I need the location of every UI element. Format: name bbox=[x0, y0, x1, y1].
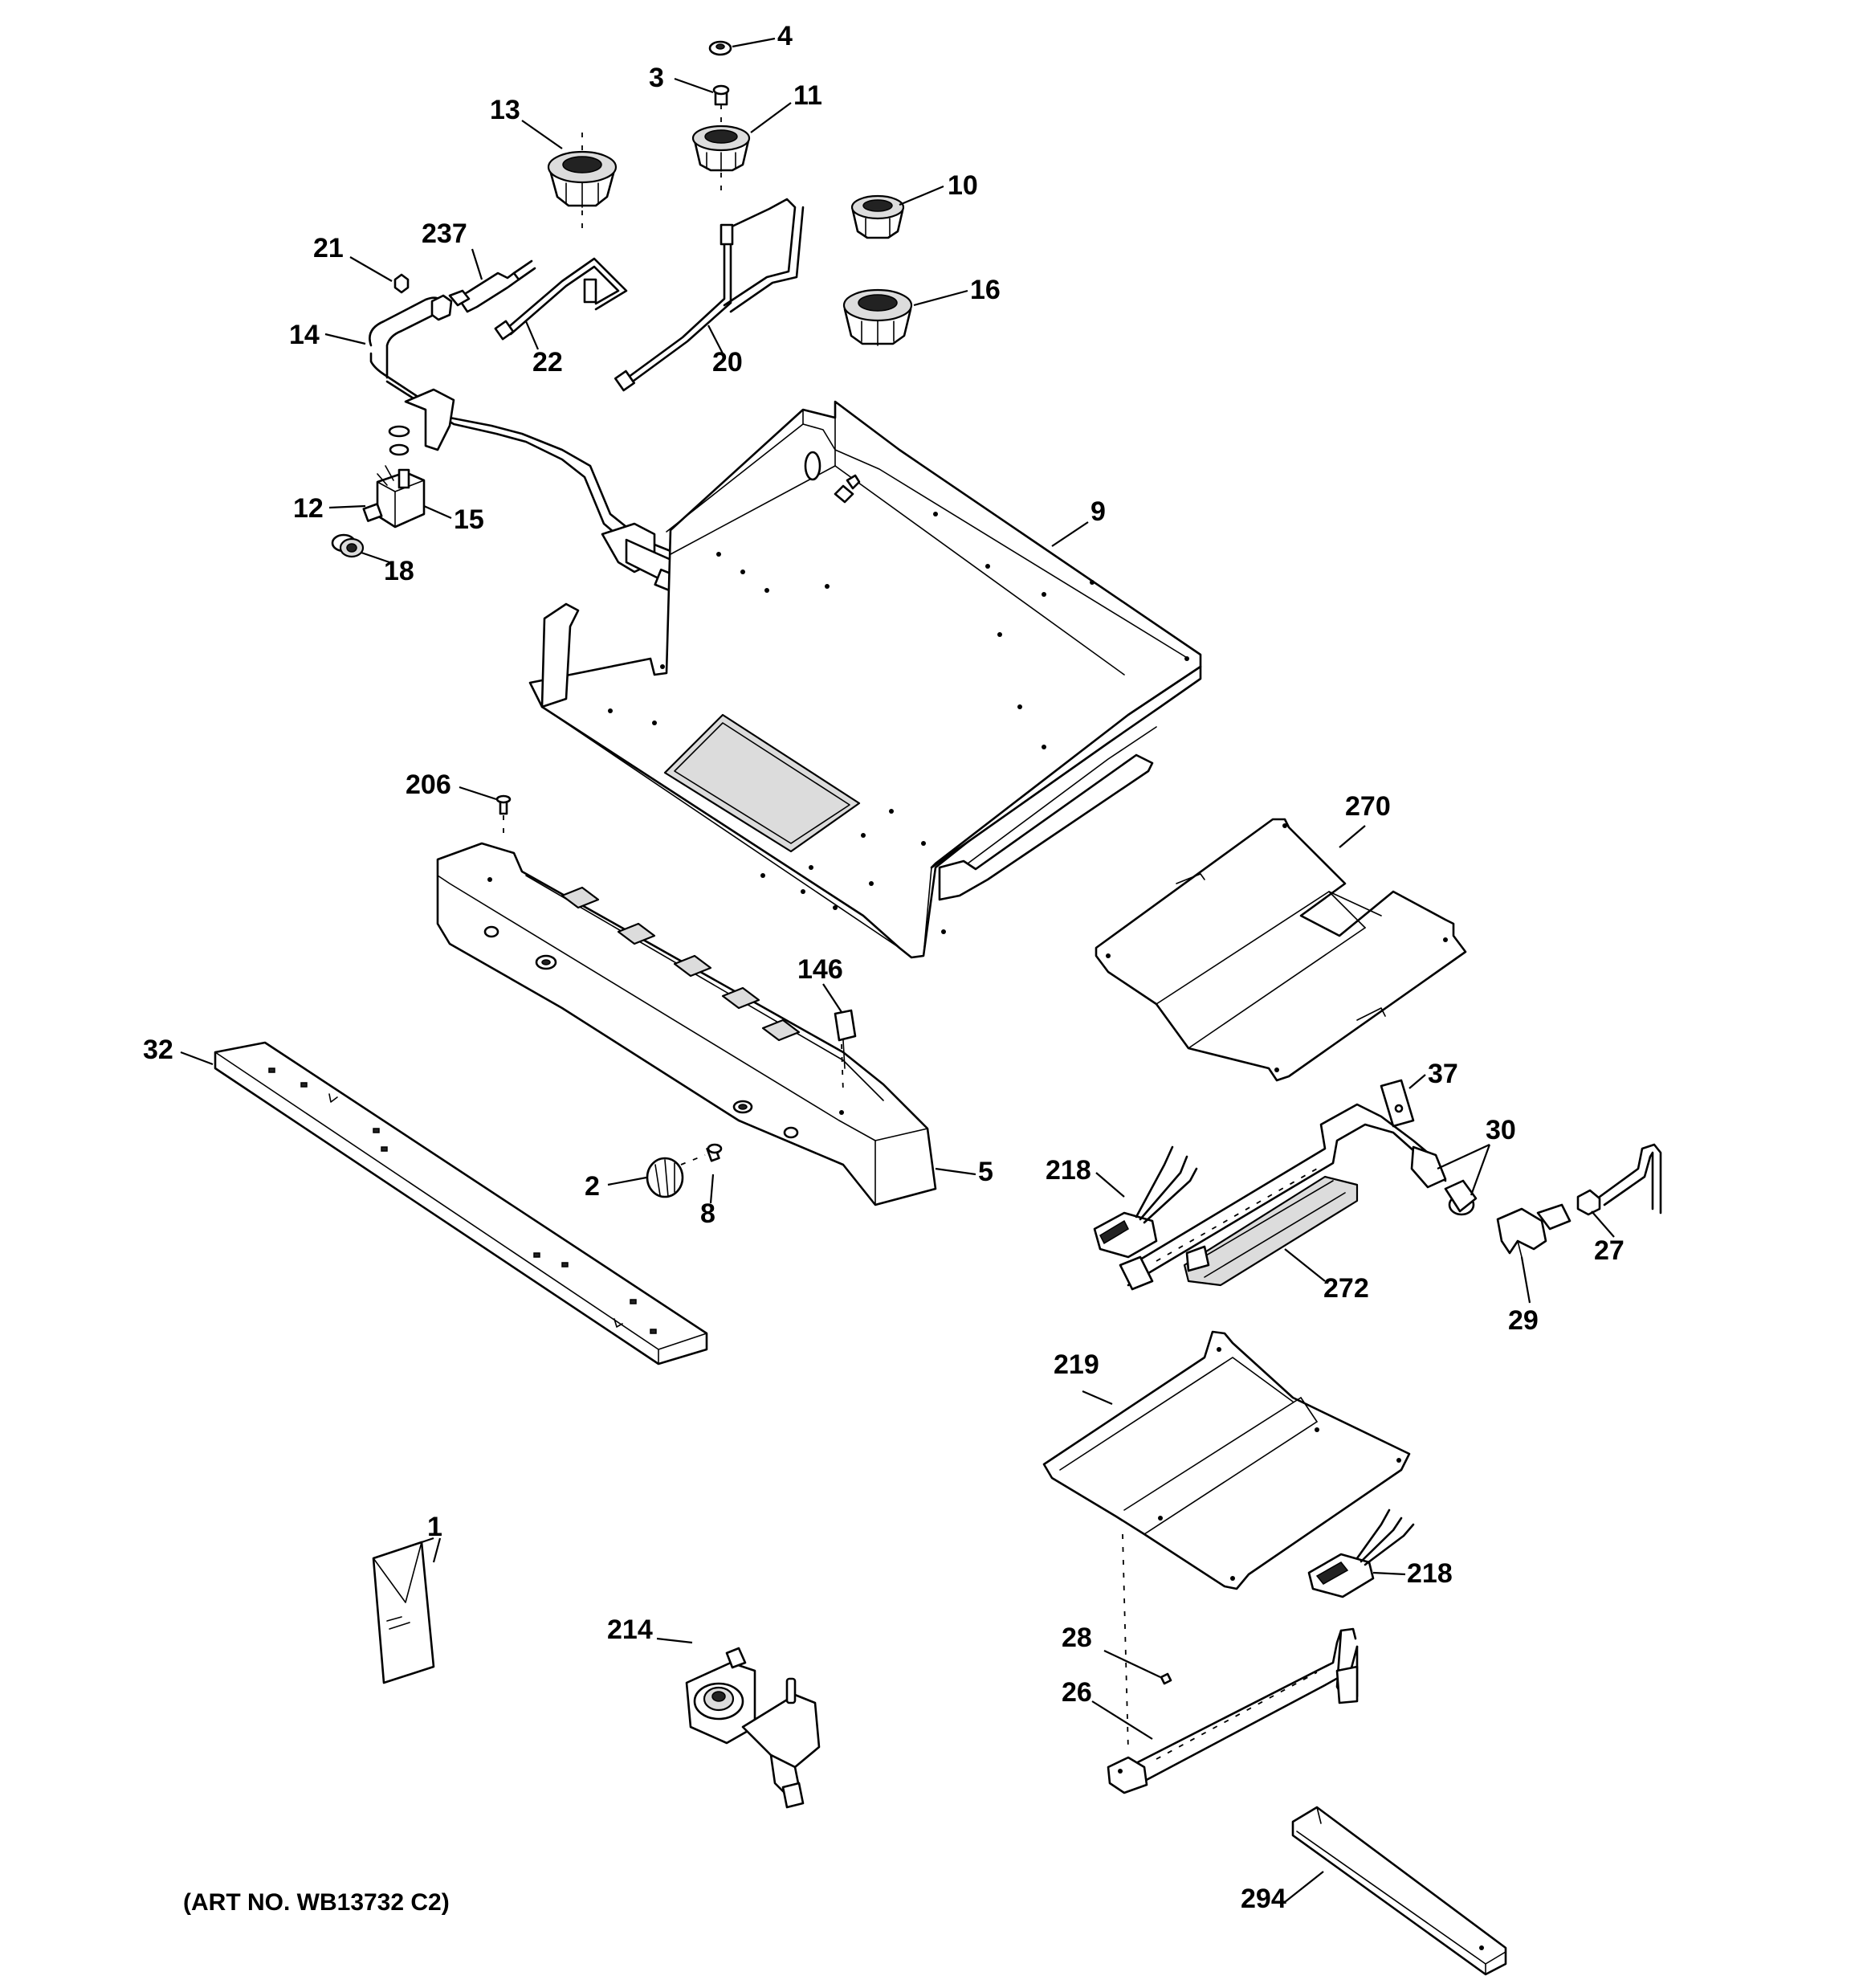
callout-32: 32 bbox=[143, 1035, 173, 1065]
part-30-shutter bbox=[1444, 1179, 1478, 1216]
part-218-igniter-lower bbox=[1307, 1508, 1415, 1598]
callout-12: 12 bbox=[293, 493, 324, 524]
callout-28: 28 bbox=[1062, 1623, 1092, 1653]
callout-22: 22 bbox=[532, 347, 563, 378]
part-12-spud bbox=[362, 503, 383, 522]
callout-2: 2 bbox=[585, 1171, 600, 1202]
callout-13: 13 bbox=[490, 95, 520, 125]
callout-labels: 4 3 11 13 10 21 237 16 14 22 20 12 15 9 … bbox=[143, 21, 1625, 1916]
callout-270: 270 bbox=[1345, 791, 1391, 822]
oven-burner-tube bbox=[1119, 1103, 1447, 1291]
callout-15: 15 bbox=[454, 504, 484, 535]
callout-294: 294 bbox=[1241, 1884, 1286, 1914]
callout-219: 219 bbox=[1054, 1349, 1099, 1380]
part-21-nut bbox=[393, 273, 410, 294]
callout-16: 16 bbox=[970, 275, 1001, 305]
part-9-burner-box bbox=[528, 400, 1202, 959]
callout-272: 272 bbox=[1323, 1273, 1369, 1304]
part-15-valve-bracket bbox=[376, 465, 426, 529]
part-13-burner-head bbox=[547, 133, 618, 233]
callout-4: 4 bbox=[777, 21, 793, 51]
part-32-trim-strip bbox=[214, 1041, 708, 1365]
callout-206: 206 bbox=[406, 769, 451, 800]
callout-21: 21 bbox=[313, 233, 344, 263]
callout-37: 37 bbox=[1428, 1059, 1458, 1089]
art-number: (ART NO. WB13732 C2) bbox=[183, 1889, 450, 1916]
callout-26: 26 bbox=[1062, 1677, 1092, 1708]
part-18-knob-nut bbox=[331, 533, 365, 558]
alignment-line bbox=[1122, 1533, 1129, 1752]
callout-29: 29 bbox=[1508, 1305, 1539, 1336]
callout-218-lower: 218 bbox=[1407, 1558, 1453, 1589]
part-28-screw bbox=[1160, 1672, 1172, 1685]
part-206-screw bbox=[495, 794, 512, 835]
part-2-knob bbox=[646, 1154, 706, 1198]
part-3-screw bbox=[712, 84, 730, 106]
part-14-manifold-pipe bbox=[369, 289, 702, 598]
callout-30: 30 bbox=[1486, 1115, 1516, 1145]
part-11-burner-head bbox=[691, 104, 751, 193]
part-26-broil-burner bbox=[1107, 1627, 1359, 1794]
callout-20: 20 bbox=[712, 347, 743, 378]
callout-1: 1 bbox=[427, 1512, 442, 1542]
leader-lines bbox=[180, 37, 1615, 1903]
part-219-broil-shield bbox=[1042, 1330, 1411, 1590]
part-20-gas-tube bbox=[614, 198, 805, 392]
part-4-nut bbox=[708, 40, 732, 56]
part-5-control-panel bbox=[436, 842, 937, 1206]
callout-11: 11 bbox=[793, 80, 822, 111]
part-27-fitting bbox=[1576, 1143, 1662, 1216]
callout-5: 5 bbox=[978, 1157, 993, 1187]
part-16-burner-head bbox=[842, 288, 913, 346]
callout-237: 237 bbox=[422, 218, 467, 249]
part-270-heat-shield bbox=[1095, 818, 1467, 1082]
part-37-bracket bbox=[1380, 1079, 1415, 1128]
callout-146: 146 bbox=[797, 954, 843, 985]
callout-27: 27 bbox=[1594, 1235, 1625, 1266]
part-272-burner-baffle bbox=[1183, 1175, 1359, 1287]
callout-214: 214 bbox=[607, 1614, 653, 1645]
part-10-burner-head bbox=[850, 194, 905, 239]
part-214-gas-valve bbox=[685, 1647, 821, 1809]
part-294-angle-bracket bbox=[1291, 1806, 1507, 1976]
callout-10: 10 bbox=[948, 170, 978, 201]
part-8-screw bbox=[706, 1143, 723, 1162]
callout-18: 18 bbox=[384, 556, 414, 586]
part-29-elbow bbox=[1496, 1203, 1572, 1258]
callout-14: 14 bbox=[289, 320, 320, 350]
part-1-literature-packet bbox=[372, 1541, 435, 1684]
part-146-clip bbox=[834, 1009, 857, 1093]
callout-8: 8 bbox=[700, 1198, 715, 1229]
callout-218-upper: 218 bbox=[1046, 1155, 1091, 1186]
callout-3: 3 bbox=[649, 63, 664, 93]
part-237-orifice-fitting bbox=[456, 259, 536, 313]
callout-9: 9 bbox=[1090, 496, 1106, 527]
part-22-gas-tube bbox=[494, 257, 628, 341]
part-218-igniter-upper bbox=[1093, 1145, 1198, 1259]
